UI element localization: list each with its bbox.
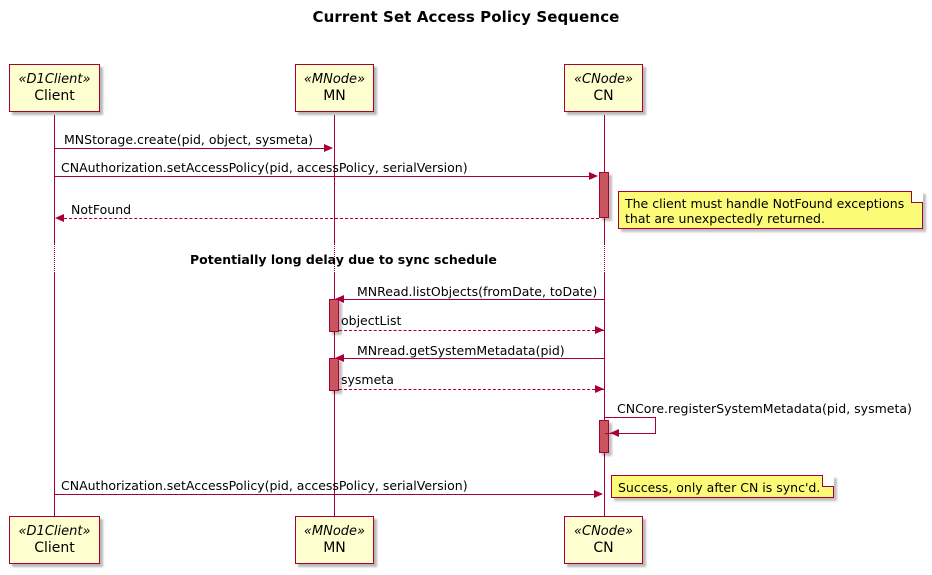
lifeline-mn-delay-gap: [334, 243, 335, 273]
note-line-1: The client must handle NotFound exceptio…: [625, 196, 905, 211]
note-fold-corner-icon: [911, 191, 923, 203]
message-arrowhead-notfound: [55, 214, 64, 222]
participant-client-name-bottom: Client: [34, 540, 75, 556]
note2-line-1: Success, only after CN is sync'd.: [618, 480, 821, 495]
note-success-sync: Success, only after CN is sync'd.: [611, 475, 834, 498]
message-selfloop-registersystemmetadata: [605, 417, 656, 434]
activation-cn-registersystemmetadata: [599, 420, 609, 453]
message-label-objectlist: objectList: [341, 313, 402, 328]
message-arrowhead-sysmeta: [595, 385, 604, 393]
participant-cn-name-bottom: CN: [593, 540, 614, 556]
message-line-sysmeta: [339, 389, 605, 390]
activation-cn-setaccesspolicy: [599, 172, 609, 218]
lifeline-cn-delay-gap: [604, 243, 605, 273]
message-label-registersystemmetadata: CNCore.registerSystemMetadata(pid, sysme…: [617, 401, 912, 416]
message-line-mnstorage-create: [55, 148, 325, 149]
participant-cn-stereotype: «CNode»: [573, 72, 634, 87]
note-notfound-exceptions: The client must handle NotFound exceptio…: [618, 191, 923, 229]
participant-client-stereotype: «D1Client»: [18, 72, 91, 87]
note-fold-corner-icon-2: [822, 475, 834, 487]
message-label-notfound: NotFound: [71, 202, 132, 217]
message-line-setaccesspolicy-2: [55, 494, 595, 495]
message-line-objectlist: [339, 330, 605, 331]
participant-cn-top[interactable]: «CNode» CN: [564, 64, 643, 112]
participant-mn-stereotype: «MNode»: [303, 72, 366, 87]
message-label-listobjects: MNRead.listObjects(fromDate, toDate): [357, 284, 598, 299]
message-line-listobjects: [344, 299, 604, 300]
participant-mn-name-bottom: MN: [323, 540, 346, 556]
message-label-getsystemmetadata: MNread.getSystemMetadata(pid): [357, 343, 565, 358]
lifeline-mn-upper: [334, 115, 335, 243]
participant-cn-stereotype-bottom: «CNode»: [573, 524, 634, 539]
lifeline-client-lower: [54, 273, 55, 516]
message-arrowhead-setaccesspolicy-2: [594, 490, 603, 498]
activation-mn-listobjects: [329, 299, 339, 332]
message-label-mnstorage-create: MNStorage.create(pid, object, sysmeta): [64, 132, 314, 147]
message-label-setaccesspolicy-2: CNAuthorization.setAccessPolicy(pid, acc…: [61, 478, 468, 493]
participant-mn-top[interactable]: «MNode» MN: [295, 64, 374, 112]
participant-mn-name: MN: [323, 88, 346, 104]
message-arrowhead-objectlist: [595, 326, 604, 334]
participant-cn-bottom[interactable]: «CNode» CN: [564, 516, 643, 564]
participant-client-bottom[interactable]: «D1Client» Client: [9, 516, 100, 564]
participant-mn-bottom[interactable]: «MNode» MN: [295, 516, 374, 564]
participant-cn-name: CN: [593, 88, 614, 104]
activation-mn-getsystemmetadata: [329, 358, 339, 391]
message-line-setaccesspolicy-1: [55, 176, 590, 177]
participant-client-stereotype-bottom: «D1Client»: [18, 524, 91, 539]
lifeline-cn-lower: [604, 273, 605, 516]
message-arrowhead-registersystemmetadata: [610, 429, 619, 437]
message-arrowhead-setaccesspolicy-1: [589, 172, 598, 180]
message-arrowhead-listobjects: [335, 295, 344, 303]
participant-mn-stereotype-bottom: «MNode»: [303, 524, 366, 539]
participant-client-name: Client: [34, 88, 75, 104]
message-arrowhead-mnstorage-create: [324, 144, 333, 152]
participant-client-top[interactable]: «D1Client» Client: [9, 64, 100, 112]
message-label-setaccesspolicy-1: CNAuthorization.setAccessPolicy(pid, acc…: [61, 160, 468, 175]
diagram-title: Current Set Access Policy Sequence: [312, 8, 620, 26]
delay-divider-label: Potentially long delay due to sync sched…: [190, 252, 497, 267]
note-line-2: that are unexpectedly returned.: [625, 211, 825, 226]
message-line-getsystemmetadata: [344, 358, 604, 359]
message-label-sysmeta: sysmeta: [341, 372, 394, 387]
lifeline-client-upper: [54, 115, 55, 243]
lifeline-mn-lower: [334, 273, 335, 516]
message-line-notfound: [64, 218, 599, 219]
lifeline-client-delay-gap: [54, 243, 55, 273]
message-arrowhead-getsystemmetadata: [335, 354, 344, 362]
